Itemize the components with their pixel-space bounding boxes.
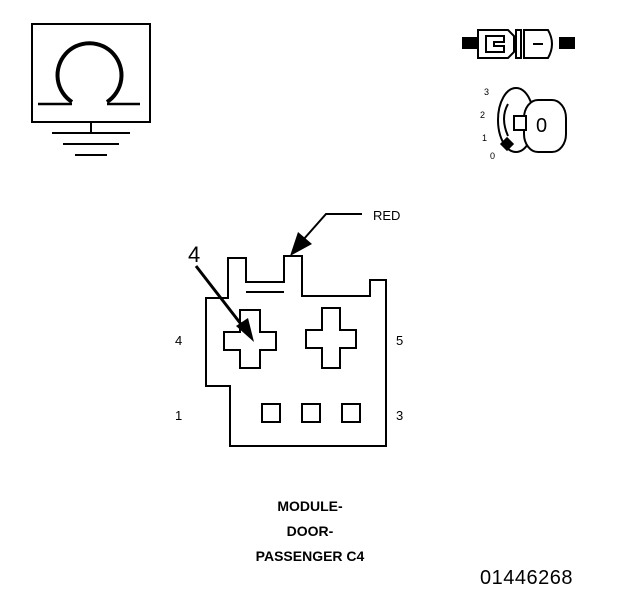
connector-face (205, 255, 387, 447)
terminal-cavity-pin-2 (301, 403, 321, 423)
ignition-key-switch-icon (497, 87, 567, 153)
red-wire-label: RED (373, 208, 401, 223)
pin-label-3: 3 (396, 408, 404, 423)
terminal-cavity-pin-4 (223, 309, 277, 369)
key-position-0: 0 (490, 151, 496, 161)
pin-label-5: 5 (396, 333, 404, 348)
caption-line-1: MODULE- (277, 498, 343, 514)
pin-label-4: 4 (175, 333, 183, 348)
terminal-cavity-pin-3 (341, 403, 361, 423)
figure-number: 01446268 (480, 567, 573, 589)
terminal-cavity-row-bottom (261, 403, 361, 423)
pin-label-1: 1 (175, 408, 183, 423)
red-callout-leader (290, 213, 362, 256)
key-face-label: 0 (536, 115, 548, 137)
terminal-cavity-pin-1 (261, 403, 281, 423)
pin-callout-number: 4 (188, 242, 201, 267)
caption-line-3: PASSENGER C4 (255, 548, 365, 564)
caption-line-2: DOOR- (286, 523, 334, 539)
terminal-cavity-pin-5 (305, 307, 357, 369)
key-position-1: 1 (482, 133, 488, 143)
ohmmeter-ground-symbol-icon (31, 23, 151, 156)
key-position-3: 3 (484, 87, 490, 97)
connector-plug-icon (462, 29, 575, 59)
key-position-2: 2 (480, 110, 486, 120)
